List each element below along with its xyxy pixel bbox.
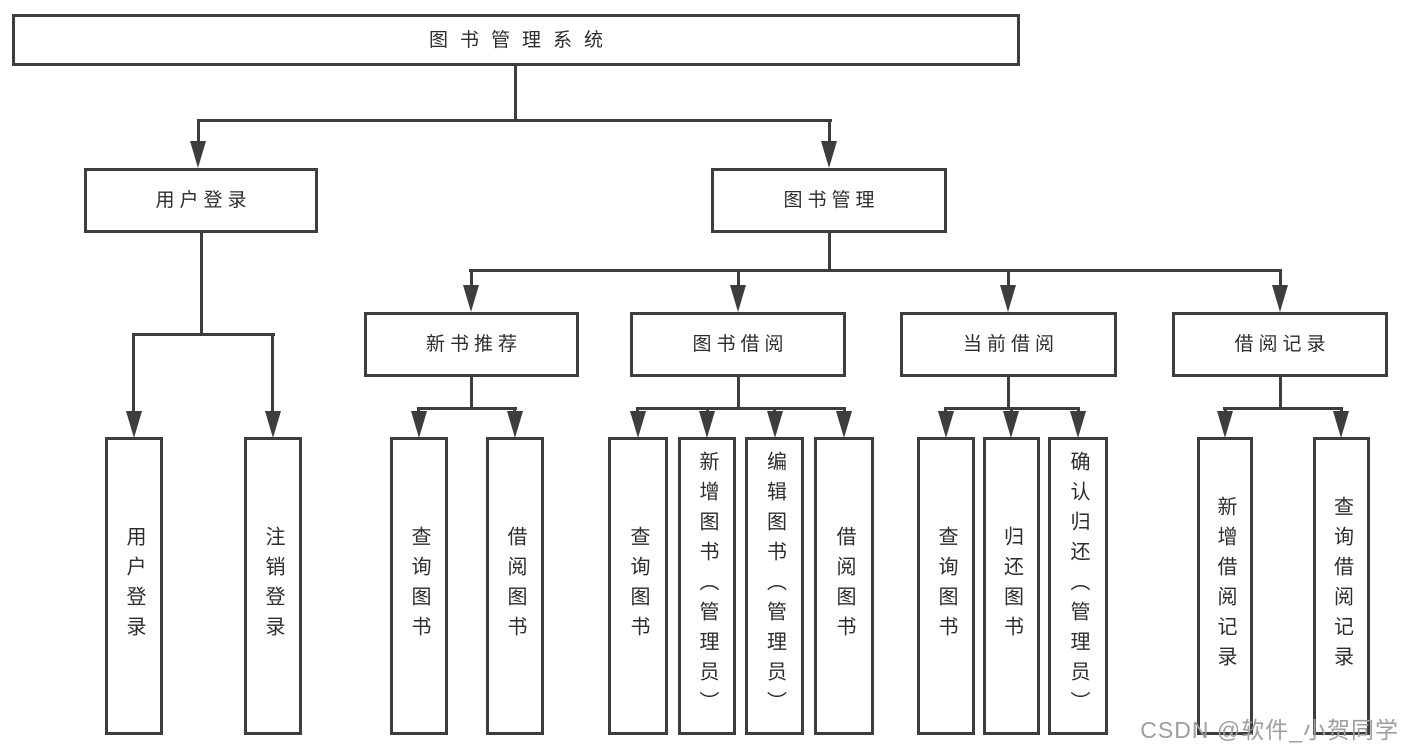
connector-borrow-hline — [636, 407, 846, 410]
arrowhead-cur-query — [938, 411, 954, 438]
leaf-records-query-record: 查询借阅记录 — [1313, 437, 1370, 735]
node-book-management: 图书管理 — [711, 168, 947, 233]
leaf-borrow-borrow-books: 借阅图书 — [814, 437, 874, 735]
leaf-current-return-books: 归还图书 — [983, 437, 1040, 735]
connector-arrow-leaf-login-shaft — [132, 333, 135, 414]
leaf-current-confirm-return-admin: 确认归还（管理员） — [1048, 437, 1108, 735]
node-book-borrow: 图书借阅 — [630, 312, 846, 377]
leaf-current-return-books-label: 归还图书 — [1000, 526, 1023, 646]
connector-recommend-vline — [470, 377, 473, 410]
arrowhead-rec-query — [411, 411, 427, 438]
connector-arrow-records-shaft — [1279, 269, 1282, 290]
connector-borrow-vline — [737, 377, 740, 410]
arrowhead-borrow — [730, 285, 746, 312]
node-user-login-label: 用户登录 — [155, 190, 252, 211]
leaf-user-login-label: 用户登录 — [123, 526, 145, 646]
node-user-login: 用户登录 — [84, 168, 318, 233]
connector-user-login-vline — [200, 233, 203, 336]
arrowhead-recommend — [463, 285, 479, 312]
leaf-current-query-books: 查询图书 — [917, 437, 975, 735]
leaf-recommend-query-books: 查询图书 — [390, 437, 448, 735]
leaf-logout: 注销登录 — [244, 437, 302, 735]
leaf-records-query-record-label: 查询借阅记录 — [1330, 496, 1353, 676]
leaf-borrow-borrow-books-label: 借阅图书 — [833, 526, 855, 646]
arrowhead-bor-add — [699, 411, 715, 438]
leaf-borrow-query-books: 查询图书 — [608, 437, 668, 735]
leaf-borrow-add-books-admin: 新增图书（管理员） — [678, 437, 736, 735]
connector-arrow-book-mgmt-shaft — [828, 119, 831, 144]
node-current-borrow: 当前借阅 — [900, 312, 1117, 377]
connector-records-hline — [1223, 407, 1343, 410]
node-borrow-records: 借阅记录 — [1172, 312, 1388, 377]
leaf-recommend-query-books-label: 查询图书 — [408, 526, 430, 646]
arrowhead-rcd-query — [1333, 411, 1349, 438]
arrowhead-cur-return — [1003, 411, 1019, 438]
arrowhead-rec-borrow — [507, 411, 523, 438]
node-new-book-recommend: 新书推荐 — [364, 312, 579, 377]
leaf-borrow-edit-books-admin-label: 编辑图书（管理员） — [763, 451, 786, 721]
connector-arrow-leaf-logout-shaft — [271, 333, 274, 414]
arrowhead-cur-confirm — [1070, 411, 1086, 438]
watermark: CSDN @软件_小贺同学 — [1140, 717, 1399, 743]
arrowhead-book-mgmt — [821, 141, 837, 168]
node-new-book-recommend-label: 新书推荐 — [425, 334, 522, 355]
connector-recommend-hline — [417, 407, 517, 410]
arrowhead-leaf-login — [126, 411, 142, 438]
connector-level2-hline — [469, 269, 1282, 272]
leaf-current-confirm-return-admin-label: 确认归还（管理员） — [1067, 451, 1089, 721]
connector-level1-hline — [197, 119, 832, 122]
arrowhead-user-login — [190, 141, 206, 168]
leaf-records-add-record-label: 新增借阅记录 — [1214, 496, 1236, 676]
leaf-current-query-books-label: 查询图书 — [935, 526, 957, 646]
connector-user-login-hline — [132, 333, 275, 336]
leaf-borrow-query-books-label: 查询图书 — [627, 526, 649, 646]
leaf-records-add-record: 新增借阅记录 — [1197, 437, 1253, 735]
leaf-recommend-borrow-books: 借阅图书 — [486, 437, 544, 735]
leaf-user-login: 用户登录 — [105, 437, 163, 735]
node-book-management-label: 图书管理 — [783, 190, 880, 211]
connector-records-vline — [1279, 377, 1282, 410]
connector-current-vline — [1007, 377, 1010, 410]
arrowhead-bor-query — [630, 411, 646, 438]
connector-arrow-user-login-shaft — [197, 119, 200, 144]
node-book-borrow-label: 图书借阅 — [692, 334, 789, 355]
node-root: 图书管理系统 — [12, 14, 1020, 66]
node-current-borrow-label: 当前借阅 — [962, 334, 1059, 355]
leaf-recommend-borrow-books-label: 借阅图书 — [504, 526, 526, 646]
arrowhead-leaf-logout — [265, 411, 281, 438]
node-borrow-records-label: 借阅记录 — [1234, 334, 1331, 355]
connector-arrow-recommend-shaft — [470, 269, 473, 290]
leaf-borrow-edit-books-admin: 编辑图书（管理员） — [745, 437, 804, 735]
connector-arrow-borrow-shaft — [737, 269, 740, 290]
arrowhead-bor-edit — [767, 411, 783, 438]
arrowhead-records — [1272, 285, 1288, 312]
connector-arrow-current-shaft — [1007, 269, 1010, 290]
leaf-logout-label: 注销登录 — [262, 526, 284, 646]
node-root-label: 图书管理系统 — [428, 29, 615, 51]
connector-book-mgmt-vline — [828, 233, 831, 272]
arrowhead-current — [1000, 285, 1016, 312]
arrowhead-rcd-add — [1217, 411, 1233, 438]
arrowhead-bor-borrow — [836, 411, 852, 438]
leaf-borrow-add-books-admin-label: 新增图书（管理员） — [696, 451, 718, 721]
connector-root-vline — [514, 66, 517, 122]
